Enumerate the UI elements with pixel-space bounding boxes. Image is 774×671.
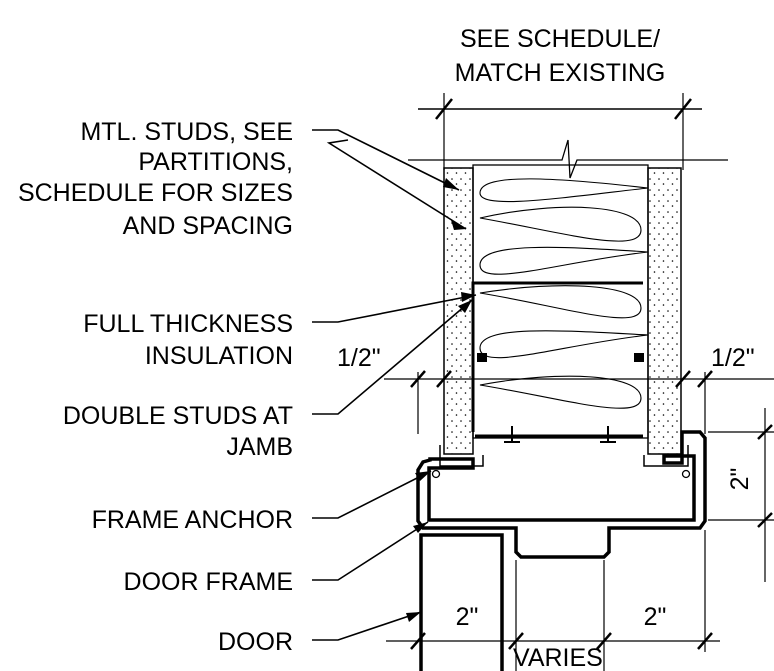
studs-note-line2: PARTITIONS, [138,148,293,176]
dim-two-bottom-left: 2" [456,603,479,631]
bottom-dimensions [386,530,720,671]
dim-two-right: 2" [726,468,754,491]
studs-note-line3: SCHEDULE FOR SIZES [18,179,293,207]
top-dimension-label-line2: MATCH EXISTING [455,59,666,87]
double-studs-note-line2: JAMB [226,433,293,461]
break-line [408,139,728,179]
leader-arrowheads [406,178,476,622]
insulation-batt [479,178,649,409]
double-studs-note-line1: DOUBLE STUDS AT [63,402,293,430]
frame-inner-returns [439,445,689,467]
door-frame-note: DOOR FRAME [124,568,293,596]
studs-note-line1: MTL. STUDS, SEE [80,118,293,146]
dim-half-left: 1/2" [337,344,381,372]
frame-anchor-hole-left [431,469,441,479]
leader-partitions [326,139,467,230]
leader-lines [312,129,477,641]
dim-half-right: 1/2" [711,344,755,372]
door-leaf [419,533,504,671]
insulation-note-line2: INSULATION [145,342,293,370]
leader-door-frame [312,521,429,581]
top-dimension [418,93,702,170]
leader-double-studs [312,299,473,415]
dim-varies: VARIES [513,644,603,671]
door-note: DOOR [218,628,293,656]
gypsum-board-right [647,167,682,455]
top-dimension-label-line1: SEE SCHEDULE/ [460,25,660,53]
leader-frame-anchor [312,470,432,519]
right-vertical-dimension [708,408,774,582]
frame-anchor-hole-right [681,469,691,479]
insulation-note-line1: FULL THICKNESS [83,310,293,338]
stud-clip-right [634,353,644,362]
frame-anchor-note: FRAME ANCHOR [92,506,293,534]
leader-insulation [312,294,477,323]
door-frame [416,430,707,559]
half-inch-dimensions [384,370,774,434]
insulation-outline [472,164,649,439]
stud-clip-left [477,353,487,362]
studs-note-line4: AND SPACING [123,212,293,240]
dim-two-bottom-right: 2" [644,603,667,631]
double-stud-outline [471,281,643,443]
leader-door [312,611,422,641]
leader-studs [312,129,460,191]
